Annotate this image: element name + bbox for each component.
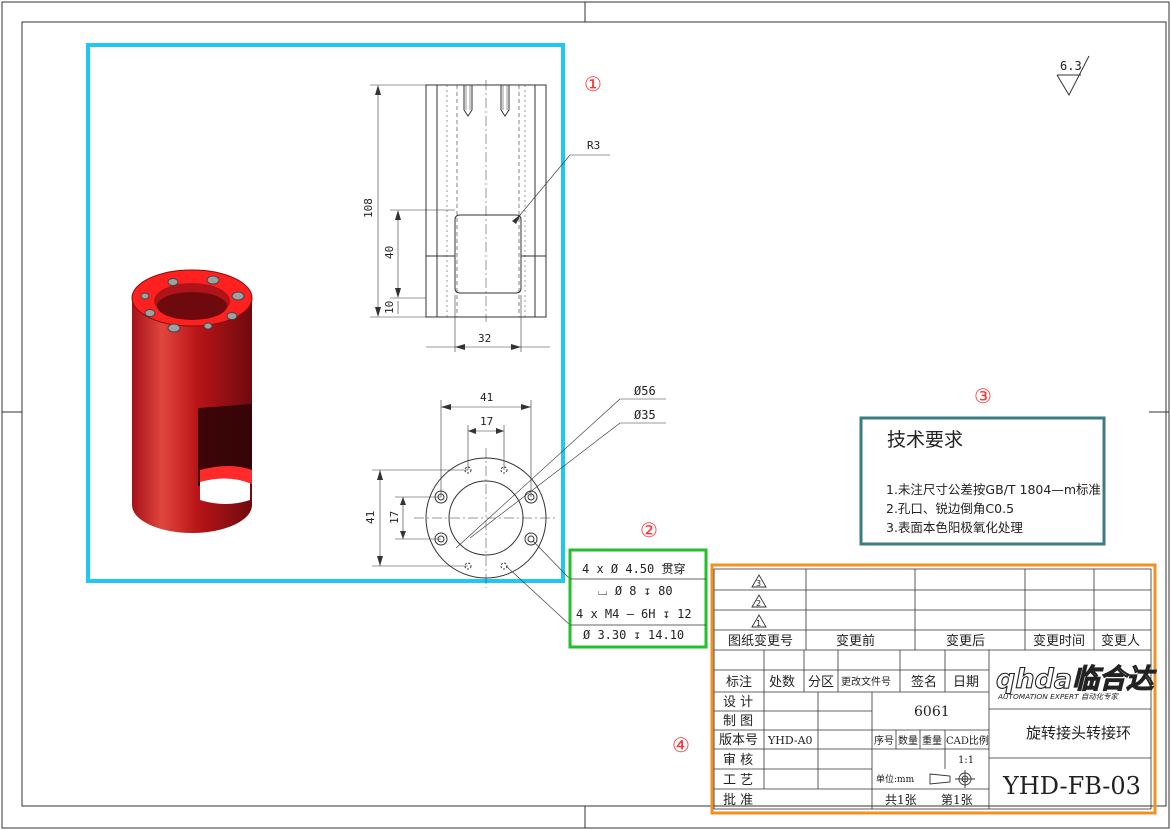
part-name: 旋转接头转接环 [1026, 724, 1131, 742]
title-block-highlight-box [710, 563, 1157, 815]
roughness-symbol [1056, 55, 1090, 97]
dim-10: 10 [383, 301, 396, 314]
tech-req-line-3: 3.表面本色阳极氧化处理 [886, 520, 1023, 535]
callout-3: ③ [974, 384, 992, 408]
tb-design: 设 计 [723, 695, 753, 710]
revision-triangles [751, 574, 767, 628]
logo-sub: AUTOMATION EXPERT 自动化专家 [997, 692, 1120, 701]
tb-zone: 分区 [808, 675, 834, 690]
tb-scale: 1:1 [958, 755, 974, 766]
tb-col-changes: 图纸变更号 [728, 633, 793, 649]
dim-17-top: 17 [480, 415, 493, 428]
tb-doc: 更改文件号 [841, 675, 891, 688]
dim-17-side: 17 [388, 511, 401, 524]
dim-phi56: Ø56 [634, 384, 656, 398]
projection-symbol [929, 770, 975, 788]
roughness-value: 6.3 [1060, 59, 1082, 73]
tech-req-line-1: 1.未注尺寸公差按GB/T 1804—m标准 [886, 482, 1101, 497]
tb-sheet-no: 第1张 [941, 793, 973, 807]
dim-r3: R3 [587, 139, 600, 152]
callout-2: ② [640, 518, 658, 542]
hole-note-lines [570, 578, 706, 626]
rev-3: 3 [756, 579, 761, 588]
hole-note-box [568, 548, 708, 649]
tb-weight: 重量 [922, 734, 942, 747]
dim-41-side: 41 [364, 511, 377, 524]
tb-col-time: 变更时间 [1033, 633, 1085, 649]
tech-req-box [859, 416, 1106, 546]
tb-col-person: 变更人 [1101, 633, 1140, 649]
hole-note-line-4: Ø 3.30 ↧ 14.10 [583, 628, 684, 642]
callout-4: ④ [672, 733, 690, 757]
tb-version-value: YHD-A0 [767, 734, 813, 747]
title-block-grid [713, 568, 1152, 810]
front-view [370, 80, 610, 352]
tb-mark: 标注 [726, 675, 752, 690]
tech-req-title: 技术要求 [887, 429, 963, 451]
top-view-arrows [377, 404, 531, 566]
tb-date: 日期 [953, 675, 979, 690]
tb-sheets-total: 共1张 [885, 793, 917, 807]
logo-main: qhda临合达 [996, 664, 1157, 695]
hole-note-line-1: 4 x Ø 4.50 贯穿 [582, 561, 685, 576]
rev-2: 2 [756, 599, 761, 608]
tb-unit: 单位:mm [876, 773, 915, 785]
tb-count: 处数 [769, 675, 795, 690]
tb-seq: 序号 [874, 734, 894, 747]
rev-1: 1 [756, 619, 761, 628]
callout-1: ① [584, 72, 602, 96]
hole-note-line-3: 4 x M4 – 6H ↧ 12 [576, 607, 692, 621]
dim-108: 108 [362, 198, 375, 218]
hole-note-line-2: ⌴ Ø 8 ↧ 80 [598, 584, 673, 598]
part-3d-view [131, 269, 253, 533]
tb-craft: 工 艺 [723, 773, 753, 788]
tb-cad-scale: CAD比例 [946, 734, 989, 747]
drawing-number: YHD-FB-03 [1002, 772, 1141, 800]
tb-version: 版本号 [719, 733, 758, 748]
dim-32: 32 [478, 332, 491, 345]
tb-sign: 签名 [911, 674, 937, 690]
tb-draw: 制 图 [723, 714, 753, 729]
tb-approve: 批 准 [723, 793, 753, 808]
views-highlight-box [86, 43, 565, 583]
tb-col-after: 变更后 [946, 633, 985, 649]
tb-check: 审 核 [723, 753, 753, 768]
company-logo: qhda临合达 AUTOMATION EXPERT 自动化专家 [995, 663, 1157, 701]
tb-material: 6061 [914, 704, 950, 720]
dim-40: 40 [383, 246, 396, 259]
dim-phi35: Ø35 [634, 408, 656, 422]
tb-qty: 数量 [898, 734, 918, 747]
front-view-arrows [375, 85, 521, 350]
tech-req-line-2: 2.孔口、锐边倒角C0.5 [886, 501, 1014, 516]
tb-col-before: 变更前 [836, 633, 875, 649]
dim-41-top: 41 [480, 391, 493, 404]
